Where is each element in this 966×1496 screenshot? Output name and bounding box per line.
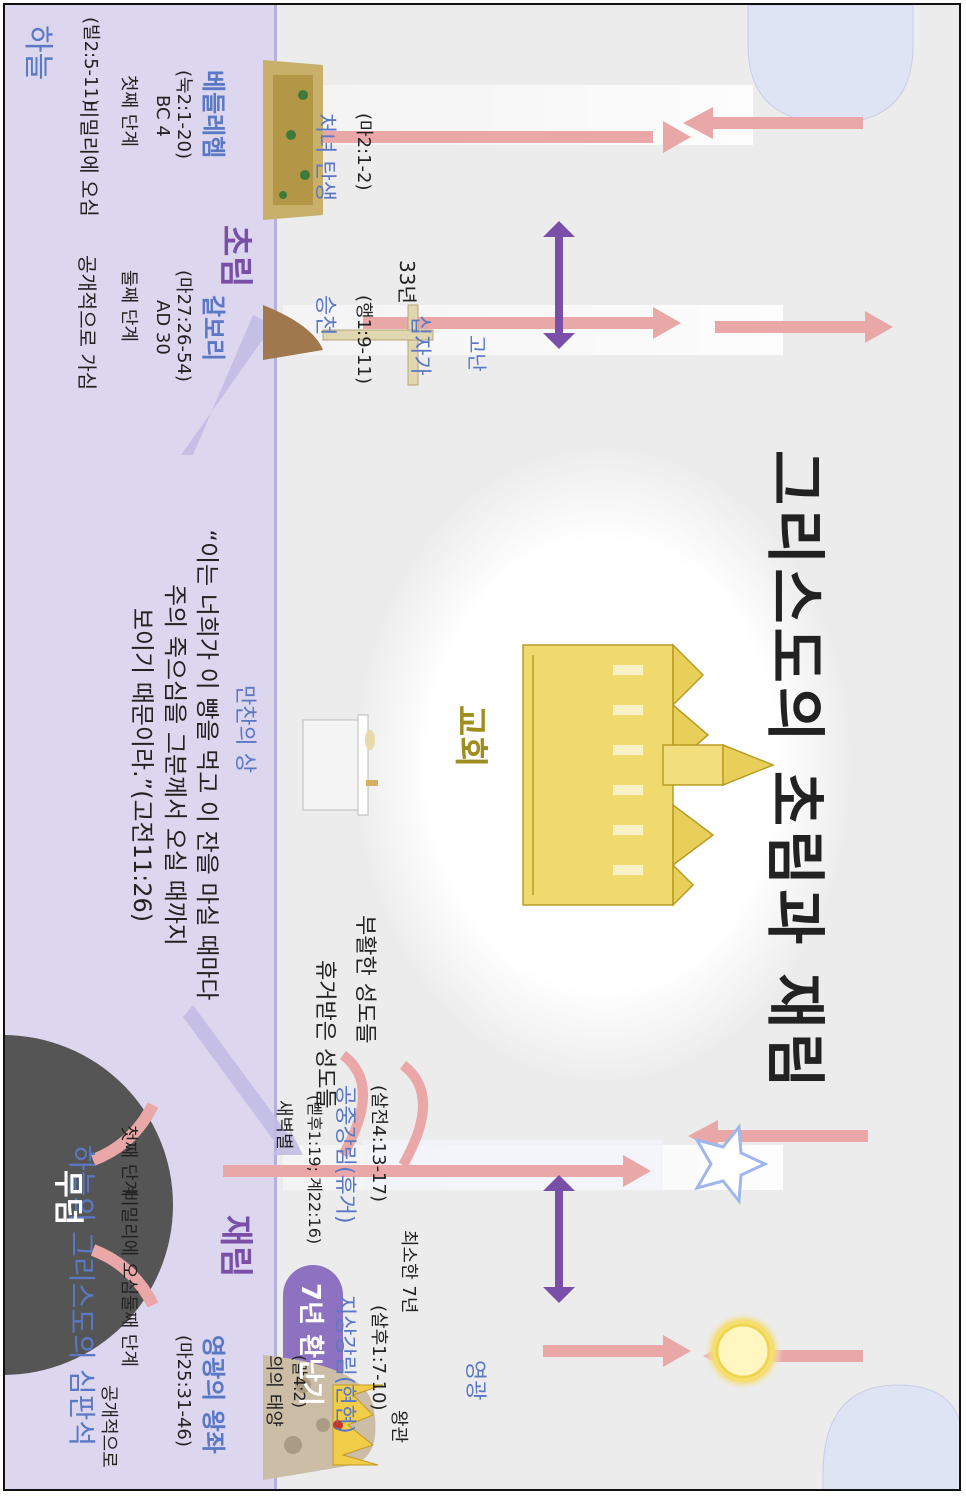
diagram-frame: 그리스도의 초림과 재림 하늘 (빌2:5-11) 초림 첫째 단계 비밀리에 … bbox=[3, 3, 961, 1491]
years-33-label: 33년 bbox=[395, 260, 419, 304]
morning-star-label: 새벽별 bbox=[273, 1100, 294, 1150]
second-stage1-label: 첫째 단계 bbox=[118, 1125, 139, 1197]
min-7-years-label: 최소한 7년 bbox=[398, 1230, 419, 1314]
purple-double-arrows bbox=[543, 221, 575, 1303]
calvary-title: 갈보리 bbox=[199, 295, 227, 362]
heaven-label: 하늘 bbox=[20, 25, 55, 81]
first-coming-label: 초림 bbox=[215, 225, 255, 288]
arrows-first-coming bbox=[313, 107, 893, 343]
arrows-second-coming bbox=[223, 1051, 868, 1372]
quote-line-1: “이는 너희가 이 빵을 먹고 이 잔을 마실 때마다 bbox=[193, 529, 221, 1001]
throne-title: 영광의 왕좌 bbox=[199, 1335, 227, 1454]
church-label: 교회 bbox=[450, 705, 490, 768]
resurrected-saints-label: 부활한 성도들 bbox=[352, 915, 377, 1044]
glory-label: 영광 bbox=[462, 1360, 487, 1401]
crown-label: 왕관 bbox=[388, 1410, 409, 1444]
background-art bbox=[5, 5, 959, 1489]
church-building bbox=[522, 643, 776, 907]
earthly-coming-ref: (살후1:7-10) bbox=[368, 1305, 389, 1411]
ascension-title: 승천 bbox=[312, 295, 337, 336]
bethlehem-town bbox=[263, 60, 323, 220]
virgin-birth-title: 처녀 탄생 bbox=[312, 113, 337, 201]
virgin-birth-ref: (마2:1-2) bbox=[353, 113, 374, 191]
sun-label: 의의 태양 bbox=[263, 1355, 284, 1427]
heaven-ref: (빌2:5-11) bbox=[80, 17, 101, 106]
crown-and-throne bbox=[263, 1355, 384, 1480]
raptured-saints-label: 휴거받은 성도들 bbox=[312, 960, 337, 1109]
cross-label: 십자가 bbox=[407, 315, 432, 376]
heaven-cloud-first bbox=[747, 5, 914, 124]
bethlehem-title: 베들레헴 bbox=[199, 70, 227, 159]
page-title: 그리스도의 초림과 재림 bbox=[759, 450, 829, 1092]
quote-block: “이는 너희가 이 빵을 먹고 이 잔을 마실 때마다 주의 죽으심을 그분께서… bbox=[126, 505, 223, 1025]
second-stage2-desc: 공개적으로 bbox=[98, 1385, 119, 1468]
rapture-ref: (살전4:13-17) bbox=[368, 1085, 389, 1202]
morning-star-ref: (벧후1:19; 계22:16) bbox=[305, 1095, 324, 1245]
bethlehem-ref: (눅2:1-20) bbox=[173, 70, 194, 159]
bethlehem-year: BC 4 bbox=[152, 95, 173, 137]
calvary-year: AD 30 bbox=[152, 300, 173, 355]
first-stage1-label: 첫째 단계 bbox=[118, 75, 139, 147]
tomb-shape bbox=[5, 1035, 173, 1375]
first-stage2-label: 둘째 단계 bbox=[118, 270, 139, 342]
morning-star bbox=[693, 1123, 769, 1205]
heaven-cloud-second bbox=[822, 1384, 959, 1489]
first-stage1-desc: 비밀리에 오심 bbox=[77, 100, 101, 217]
second-coming-label: 재림 bbox=[215, 1215, 255, 1278]
tribulation-label: 7년 환난기 bbox=[295, 1283, 325, 1406]
second-stage2-label: 둘째 단계 bbox=[118, 1295, 139, 1367]
calvary-hill bbox=[263, 304, 434, 386]
tomb-label: 무덤 bbox=[50, 1170, 85, 1226]
communion-table bbox=[302, 714, 378, 816]
ascension-ref: (행1:9-11) bbox=[353, 295, 374, 384]
calvary-ref: (마27:26-54) bbox=[173, 270, 194, 382]
table-label: 만찬의 상 bbox=[232, 685, 257, 773]
quote-line-2: 주의 죽으심을 그분께서 오실 때까지 bbox=[160, 584, 189, 946]
diagram-canvas: 그리스도의 초림과 재림 하늘 (빌2:5-11) 초림 첫째 단계 비밀리에 … bbox=[5, 5, 959, 1489]
earthly-coming-title: 지상강림(현현) bbox=[332, 1295, 357, 1434]
throne-ref: (마25:31-46) bbox=[173, 1335, 194, 1447]
quote-line-3: 보이기 때문이라.”(고전11:26) bbox=[128, 607, 157, 923]
second-stage1-desc: 비밀리에 오심 bbox=[118, 1190, 139, 1296]
first-stage2-desc: 공개적으로 가심 bbox=[75, 255, 99, 391]
suffering-label: 고난 bbox=[465, 335, 489, 372]
